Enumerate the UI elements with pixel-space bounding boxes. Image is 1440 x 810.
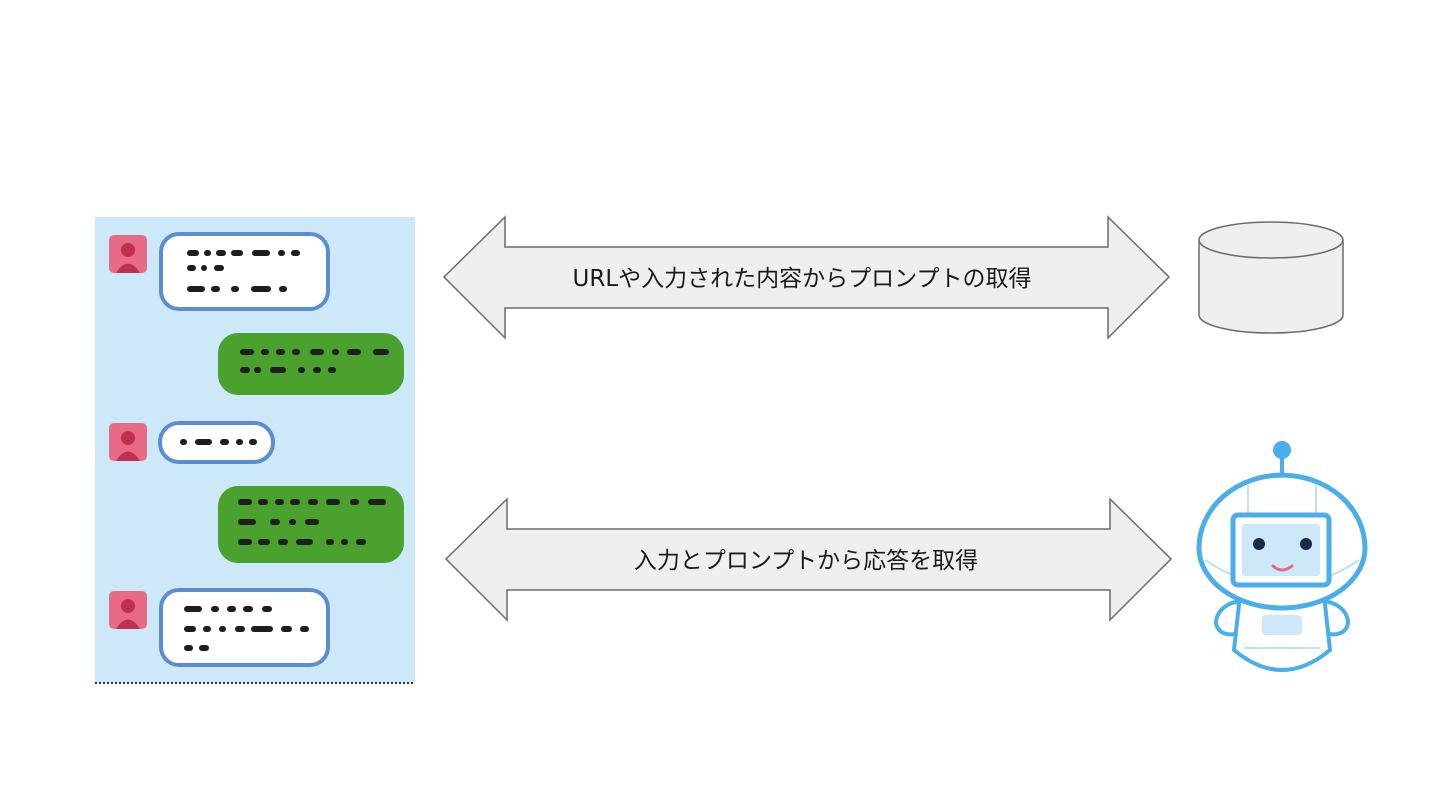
blurred-text-5 bbox=[184, 606, 309, 651]
bottom-arrow-shape bbox=[444, 497, 1173, 622]
blurred-text-2 bbox=[240, 349, 389, 373]
top-double-arrow: URLや入力された内容からプロンプトの取得 bbox=[442, 215, 1171, 340]
robot-smile bbox=[1271, 564, 1294, 572]
blurred-text-3 bbox=[180, 439, 257, 445]
robot-icon bbox=[1196, 441, 1368, 672]
outgoing-message-1 bbox=[218, 333, 404, 395]
bottom-arrow-label: 入力とプロンプトから応答を取得 bbox=[634, 548, 978, 574]
robot-left-eye bbox=[1253, 538, 1265, 550]
incoming-message-2 bbox=[109, 421, 275, 464]
outgoing-bubble-1 bbox=[218, 333, 404, 395]
incoming-message-1 bbox=[109, 232, 330, 311]
robot-right-eye bbox=[1300, 538, 1312, 550]
top-arrow-shape bbox=[442, 215, 1171, 340]
blurred-text-1 bbox=[187, 250, 300, 292]
bottom-double-arrow: 入力とプロンプトから応答を取得 bbox=[444, 497, 1173, 622]
incoming-bubble-2 bbox=[158, 421, 275, 464]
incoming-message-3 bbox=[109, 588, 330, 667]
avatar-1 bbox=[109, 235, 147, 273]
chat-screen-illustration bbox=[95, 217, 415, 684]
avatar-2 bbox=[109, 423, 147, 461]
database-icon bbox=[1198, 221, 1344, 334]
avatar-3 bbox=[109, 591, 147, 629]
top-arrow-label: URLや入力された内容からプロンプトの取得 bbox=[573, 266, 1032, 292]
blurred-text-4 bbox=[238, 499, 386, 545]
incoming-bubble-1 bbox=[159, 232, 330, 311]
outgoing-message-2 bbox=[218, 486, 404, 563]
